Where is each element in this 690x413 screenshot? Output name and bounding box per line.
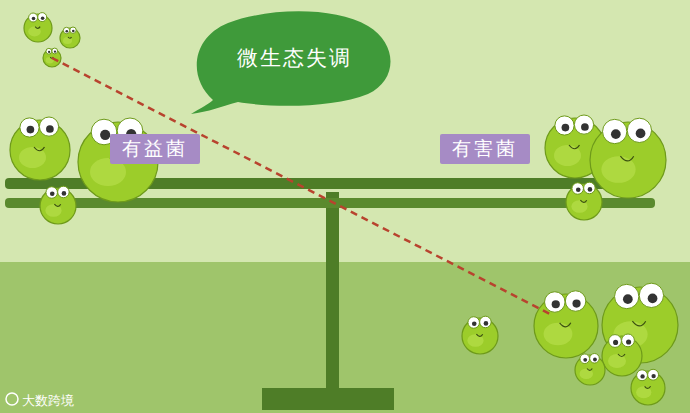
label-box: 有益菌 xyxy=(110,134,200,164)
bacterium xyxy=(462,316,498,354)
label-box: 有害菌 xyxy=(440,134,530,164)
bacterium xyxy=(60,27,80,48)
watermark-icon xyxy=(6,393,18,405)
bacterium xyxy=(575,354,605,386)
bacterium xyxy=(566,182,602,220)
sky-ground xyxy=(0,0,690,265)
bacterium xyxy=(590,118,666,198)
bacterium xyxy=(43,48,61,67)
bubble-outline xyxy=(191,11,391,114)
bacterium xyxy=(534,291,598,358)
bacterium xyxy=(631,369,665,405)
label-text: 有害菌 xyxy=(452,136,518,162)
speech-bubble: 微生态失调 xyxy=(183,8,395,116)
bacterium xyxy=(10,117,70,180)
watermark-text: 大数跨境 xyxy=(22,392,74,410)
bacterium xyxy=(40,186,76,224)
floor-ground xyxy=(0,262,690,413)
bacterium xyxy=(602,334,642,376)
bubble-text: 微生态失调 xyxy=(237,44,352,72)
bacterium xyxy=(24,13,52,42)
label-text: 有益菌 xyxy=(122,136,188,162)
balance-scale xyxy=(5,178,655,410)
